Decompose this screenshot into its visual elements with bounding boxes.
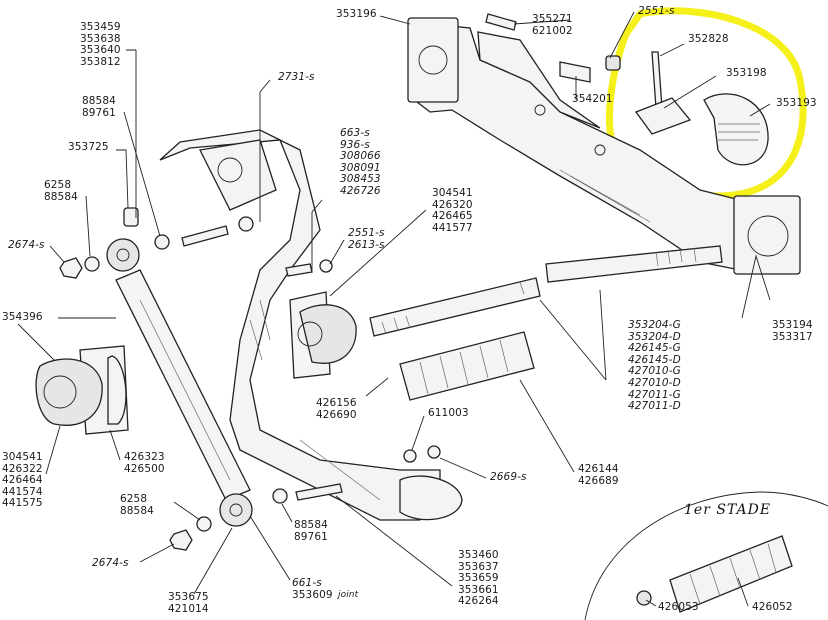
washer bbox=[319, 259, 333, 273]
splined-shafts bbox=[369, 245, 723, 401]
part-label-2669s: 2669-s bbox=[490, 471, 527, 483]
part-label-353725: 353725 bbox=[68, 141, 109, 153]
part-label-joint: joint bbox=[338, 590, 359, 600]
part-label-611003: 611003 bbox=[428, 407, 469, 419]
frame-plate bbox=[407, 17, 801, 275]
screw bbox=[485, 13, 517, 31]
part-label-426053: 426053 bbox=[658, 601, 699, 613]
part-label-352828: 352828 bbox=[688, 33, 729, 45]
washer bbox=[196, 516, 212, 532]
part-label-353193: 353193 bbox=[776, 97, 817, 109]
part-label-353194: 353194 353317 bbox=[772, 319, 813, 343]
bearing-flange-lower bbox=[35, 345, 129, 435]
part-label-426052: 426052 bbox=[752, 601, 793, 613]
washer bbox=[238, 216, 254, 232]
part-label-663s: 663-s 936-s 308066 308091 308453 426726 bbox=[340, 127, 381, 197]
part-label-6258-bot: 6258 88584 bbox=[120, 493, 154, 517]
part-label-2551s-top: 2551-s bbox=[638, 5, 675, 17]
part-label-304541-bot: 304541 426322 426464 441574 441575 bbox=[2, 451, 43, 510]
part-label-304541-top: 304541 426320 426465 441577 bbox=[432, 187, 473, 234]
highlight-circle bbox=[606, 7, 807, 200]
lever-bracket bbox=[159, 129, 463, 521]
part-label-353460: 353460 353637 353659 353661 426264 bbox=[458, 549, 499, 608]
part-label-354396: 354396 bbox=[2, 311, 43, 323]
nut bbox=[59, 257, 83, 279]
part-label-426323: 426323 426500 bbox=[124, 451, 165, 475]
washer bbox=[84, 256, 100, 272]
part-label-353675: 353675 421014 bbox=[168, 591, 209, 615]
leader-lines bbox=[17, 11, 771, 607]
stade-inset bbox=[584, 491, 828, 620]
part-label-88584-bot: 88584 89761 bbox=[294, 519, 328, 543]
part-label-355271: 355271 621002 bbox=[532, 13, 573, 37]
nut bbox=[169, 529, 193, 551]
part-label-353204: 353204-G 353204-D 426145-G 426145-D 4270… bbox=[628, 319, 681, 413]
part-label-353196: 353196 bbox=[336, 8, 377, 20]
part-label-88584-top: 88584 89761 bbox=[82, 95, 116, 119]
part-label-6258-top: 6258 88584 bbox=[44, 179, 78, 203]
highlighted-parts bbox=[559, 51, 769, 166]
bolt bbox=[285, 263, 313, 277]
washer bbox=[272, 488, 288, 504]
bearing-flange-upper bbox=[289, 291, 357, 379]
bolt bbox=[295, 483, 343, 501]
part-label-2674s-top: 2674-s bbox=[8, 239, 45, 251]
part-label-2674s-bot: 2674-s bbox=[92, 557, 129, 569]
part-label-2731s: 2731-s bbox=[278, 71, 315, 83]
part-label-353198: 353198 bbox=[726, 67, 767, 79]
part-label-354201: 354201 bbox=[572, 93, 613, 105]
nut bbox=[427, 445, 441, 459]
part-label-353609: 353609 bbox=[292, 589, 333, 601]
part-label-661s: 661-s bbox=[292, 577, 322, 589]
part-label-426144: 426144 426689 bbox=[578, 463, 619, 487]
stade-title: 1er STADE bbox=[684, 502, 772, 518]
bolt bbox=[181, 225, 229, 247]
part-label-426156: 426156 426690 bbox=[316, 397, 357, 421]
nut bbox=[403, 449, 417, 463]
part-label-2551s-mid: 2551-s 2613-s bbox=[348, 227, 385, 251]
part-label-353459: 353459 353638 353640 353812 bbox=[80, 21, 121, 68]
washer bbox=[154, 234, 170, 250]
shock-absorber bbox=[106, 207, 253, 527]
